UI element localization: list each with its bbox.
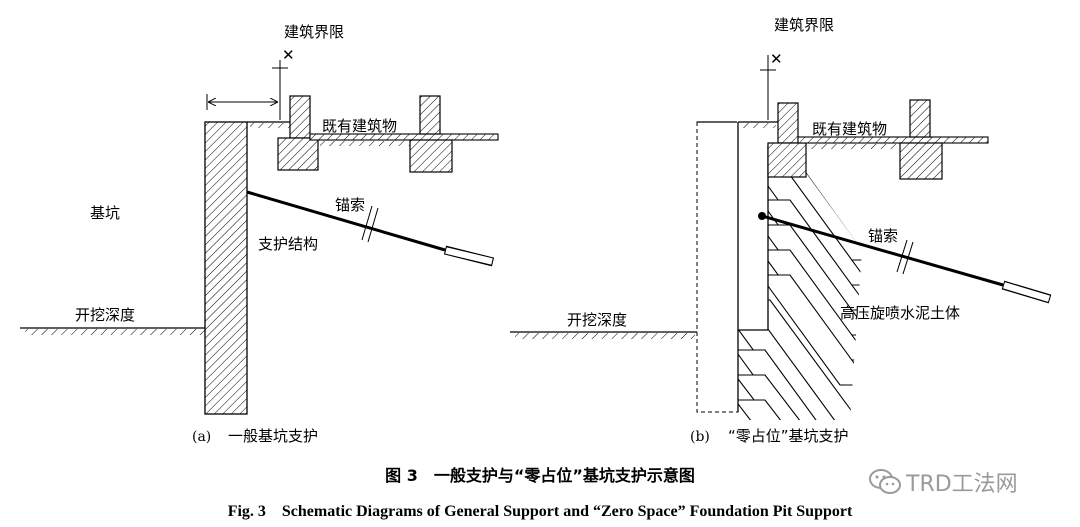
watermark-text: TRD工法网: [906, 472, 1018, 497]
caption-letter-a: (a): [192, 429, 211, 445]
diagram-b: ✕ 建筑界限 既有建筑物 锚索 高压旋喷水泥土体 开挖深度 (b) “零占位”基…: [510, 16, 1052, 445]
anchor-break-mark-a-2: [367, 207, 379, 243]
jet-grout-body-b: [738, 149, 862, 420]
building-footing-1-b: [767, 142, 807, 178]
building-footing-2-b: [899, 142, 943, 180]
top-ground-hatch-a: [250, 123, 290, 128]
building-column-1-a: [289, 95, 311, 139]
building-column-2-a: [419, 95, 441, 135]
excavation-ground-hatch-a: [25, 329, 205, 335]
watermark: TRD工法网: [868, 466, 1018, 498]
pit-label-a: 基坑: [90, 204, 120, 222]
building-footing-2-a: [409, 139, 453, 173]
anchor-cable-b: [761, 214, 1004, 287]
figure-caption-english: Fig. 3 Schematic Diagrams of General Sup…: [227, 503, 853, 520]
caption-letter-b: (b): [690, 429, 710, 445]
svg-text:✕: ✕: [282, 46, 295, 64]
anchor-cable-a: [246, 190, 446, 252]
depth-label-a: 开挖深度: [75, 306, 135, 324]
boundary-label-b: 建筑界限: [774, 16, 834, 34]
depth-label-b: 开挖深度: [567, 311, 627, 329]
building-label-a: 既有建筑物: [322, 117, 397, 135]
diagram-a: ✕ 建筑界限 既有建筑物 基坑 支护结构 锚索 开挖深度 (a) 一般基坑支护: [20, 23, 499, 445]
support-label-a: 支护结构: [258, 235, 318, 253]
building-column-1-b: [777, 102, 799, 144]
jet-grout-label-b: 高压旋喷水泥土体: [840, 304, 960, 322]
dashed-wall-outline-b: [696, 121, 739, 413]
boundary-label-a: 建筑界限: [284, 23, 344, 41]
support-wall-a: [204, 121, 248, 415]
anchor-break-mark-a-1: [361, 205, 373, 241]
building-footing-1-a: [277, 137, 319, 171]
building-column-2-b: [909, 99, 931, 138]
svg-text:✕: ✕: [770, 50, 783, 68]
caption-text-b: “零占位”基坑支护: [728, 427, 849, 445]
wechat-logo-icon: [869, 469, 901, 494]
anchor-label-b: 锚索: [868, 227, 898, 245]
building-label-b: 既有建筑物: [812, 120, 887, 138]
caption-text-a: 一般基坑支护: [228, 427, 318, 445]
anchor-label-a: 锚索: [335, 196, 365, 214]
excavation-ground-hatch-b: [515, 333, 695, 339]
figure-diagram: ✕ 建筑界限 既有建筑物 基坑 支护结构 锚索 开挖深度 (a) 一般基坑支护: [20, 16, 1052, 445]
figure-caption-chinese: 图 3 一般支护与“零占位”基坑支护示意图: [385, 466, 695, 485]
anchor-break-mark-b-2: [902, 241, 914, 275]
anchor-break-mark-b-1: [896, 239, 908, 273]
